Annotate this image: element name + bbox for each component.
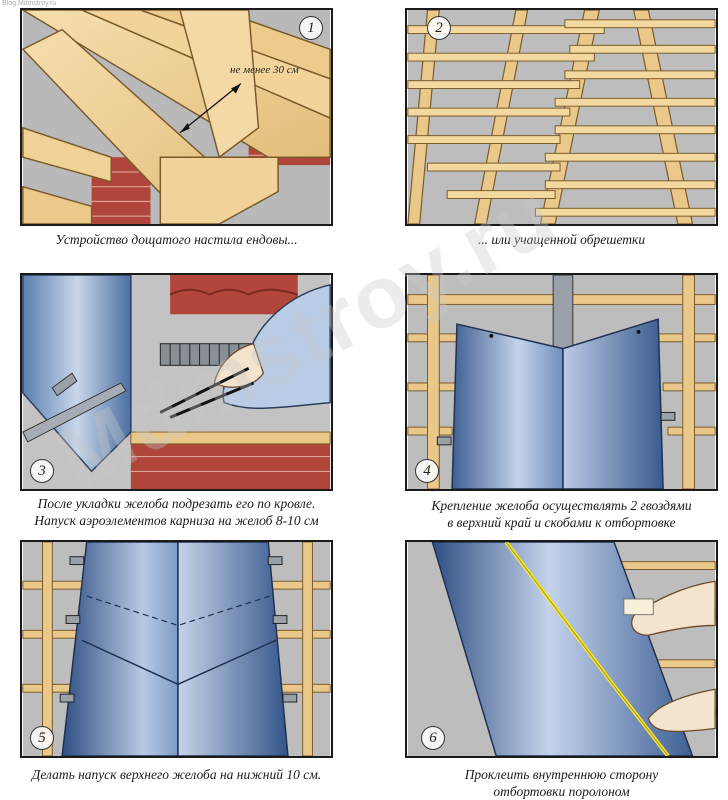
panel-number: 6 (421, 726, 445, 750)
panel-3-trimming: 3 (20, 273, 333, 491)
panel-number: 2 (427, 16, 451, 40)
caption-3-line2: Напуск аэроэлементов карниза на желоб 8-… (34, 513, 319, 528)
panel-number: 1 (299, 16, 323, 40)
panel-5-overlap: 5 (20, 540, 333, 758)
gutter-overlap-illustration (22, 542, 331, 756)
caption-4-line2: в верхний край и скобами к отбортовке (447, 515, 676, 530)
caption-6-line2: отбортовки поролоном (493, 784, 630, 799)
panel-2-lathing: 2 (405, 8, 718, 226)
foam-tape-illustration (407, 542, 716, 756)
panel-number: 4 (415, 459, 439, 483)
panel-6-foam-tape: 6 (405, 540, 718, 758)
panel-number: 3 (30, 459, 54, 483)
caption-4-line1: Крепление желоба осуществлять 2 гвоздями (431, 498, 692, 513)
caption-2: ... или учащенной обрешетки (477, 232, 646, 247)
site-mark: Blog.Mdmstroy.ru (2, 0, 57, 7)
frequent-lathing-illustration (407, 10, 716, 224)
panel-number: 5 (30, 726, 54, 750)
caption-1: Устройство дощатого настила ендовы... (55, 232, 298, 247)
caption-5: Делать напуск верхнего желоба на нижний … (31, 767, 322, 782)
board-decking-illustration (22, 10, 331, 224)
trimming-gutter-illustration (22, 275, 331, 489)
fastening-gutter-illustration (407, 275, 716, 489)
caption-3-line1: После укладки желоба подрезать его по кр… (37, 496, 316, 511)
caption-6-line1: Проклеить внутреннюю сторону (464, 767, 659, 782)
measure-label: не менее 30 см (230, 64, 299, 76)
panel-1-board-decking: не менее 30 см 1 (20, 8, 333, 226)
panel-4-fastening: 4 (405, 273, 718, 491)
